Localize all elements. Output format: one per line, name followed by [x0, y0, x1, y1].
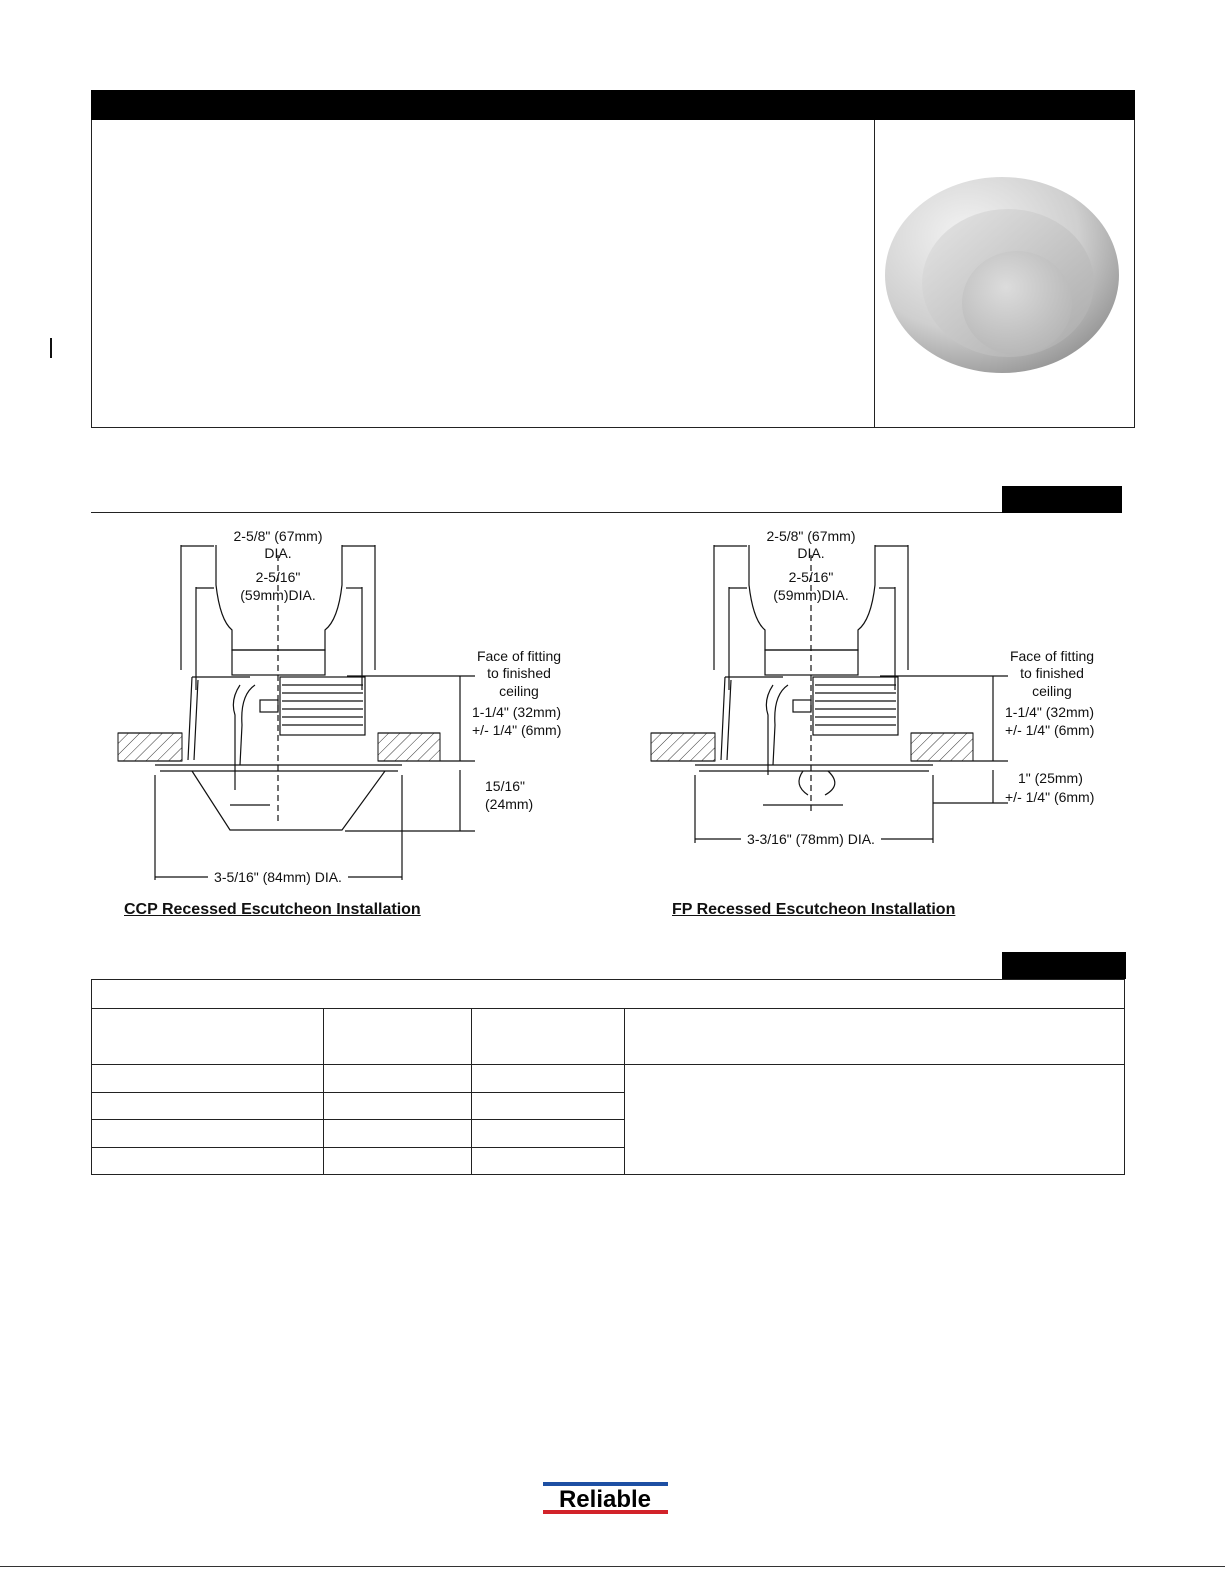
- ordering-table: [91, 978, 1125, 1176]
- ccp-caption: CCP Recessed Escutcheon Installation: [124, 901, 421, 918]
- fp-inner-dia-a: 2-5/16": [789, 569, 834, 585]
- fp-drop-a: 1" (25mm): [1018, 770, 1083, 786]
- table-cell: [471, 1146, 625, 1176]
- table-cell: [471, 1118, 625, 1148]
- table-cell: [471, 1064, 625, 1093]
- table-header-cell: [323, 1008, 472, 1066]
- table-cell: [323, 1146, 472, 1176]
- box-divider: [874, 120, 875, 427]
- ccp-face-c: ceiling: [499, 683, 539, 699]
- ccp-outer-dia-a: 2-5/8" (67mm): [234, 528, 323, 544]
- ccp-installation-diagram: 2-5/8" (67mm) DIA. 2-5/16" (59mm)DIA. Fa…: [117, 528, 561, 885]
- ccp-dim-a: 1-1/4" (32mm): [472, 704, 561, 720]
- fp-dim-b: +/- 1/4" (6mm): [1005, 722, 1094, 738]
- fp-outer-dia-b: DIA.: [797, 545, 824, 561]
- escutcheon-photo: [885, 177, 1119, 373]
- table-cell: [471, 1091, 625, 1120]
- table-merged-cell: [624, 1064, 1125, 1175]
- section-tab: [1002, 486, 1122, 513]
- ccp-inner-dia-b: (59mm)DIA.: [240, 587, 315, 603]
- logo-blue-stripe: [543, 1482, 668, 1486]
- product-description-box: [91, 120, 1135, 428]
- section-header-bar: [91, 90, 1135, 120]
- ccp-drop-a: 15/16": [485, 778, 525, 794]
- revision-margin-bar: [50, 338, 52, 358]
- ccp-drop-b: (24mm): [485, 796, 533, 812]
- fp-outer-dia-a: 2-5/8" (67mm): [767, 528, 856, 544]
- table-header-cell: [91, 1008, 324, 1066]
- fp-face-a: Face of fitting: [1010, 648, 1094, 664]
- ccp-outer-dia-b: DIA.: [264, 545, 291, 561]
- ccp-bottom-dia: 3-5/16" (84mm) DIA.: [214, 869, 342, 885]
- section-tab: [1002, 952, 1126, 979]
- reliable-logo: Reliable: [543, 1482, 668, 1514]
- fp-face-b: to finished: [1020, 665, 1084, 681]
- fp-installation-diagram: 2-5/8" (67mm) DIA. 2-5/16" (59mm)DIA. Fa…: [650, 528, 1094, 847]
- section-rule: [91, 512, 1122, 513]
- fp-caption: FP Recessed Escutcheon Installation: [672, 901, 956, 918]
- fp-drop-b: +/- 1/4" (6mm): [1005, 789, 1094, 805]
- fp-face-c: ceiling: [1032, 683, 1072, 699]
- footer-rule: [0, 1566, 1225, 1567]
- table-cell: [91, 1091, 324, 1120]
- table-header-cell: [624, 1008, 1125, 1066]
- logo-red-stripe: [543, 1510, 668, 1514]
- ccp-face-b: to finished: [487, 665, 551, 681]
- ccp-inner-dia-a: 2-5/16": [256, 569, 301, 585]
- table-cell: [91, 1064, 324, 1093]
- fp-bottom-dia: 3-3/16" (78mm) DIA.: [747, 831, 875, 847]
- table-cell: [323, 1118, 472, 1148]
- logo-text: Reliable: [559, 1486, 651, 1513]
- table-header-cell: [471, 1008, 625, 1066]
- fp-dim-a: 1-1/4" (32mm): [1005, 704, 1094, 720]
- table-cell: [323, 1091, 472, 1120]
- ccp-dim-b: +/- 1/4" (6mm): [472, 722, 561, 738]
- table-title-cell: [91, 978, 1125, 1010]
- fp-inner-dia-b: (59mm)DIA.: [773, 587, 848, 603]
- table-cell: [91, 1146, 324, 1176]
- ccp-face-a: Face of fitting: [477, 648, 561, 664]
- table-cell: [323, 1064, 472, 1093]
- table-cell: [91, 1118, 324, 1148]
